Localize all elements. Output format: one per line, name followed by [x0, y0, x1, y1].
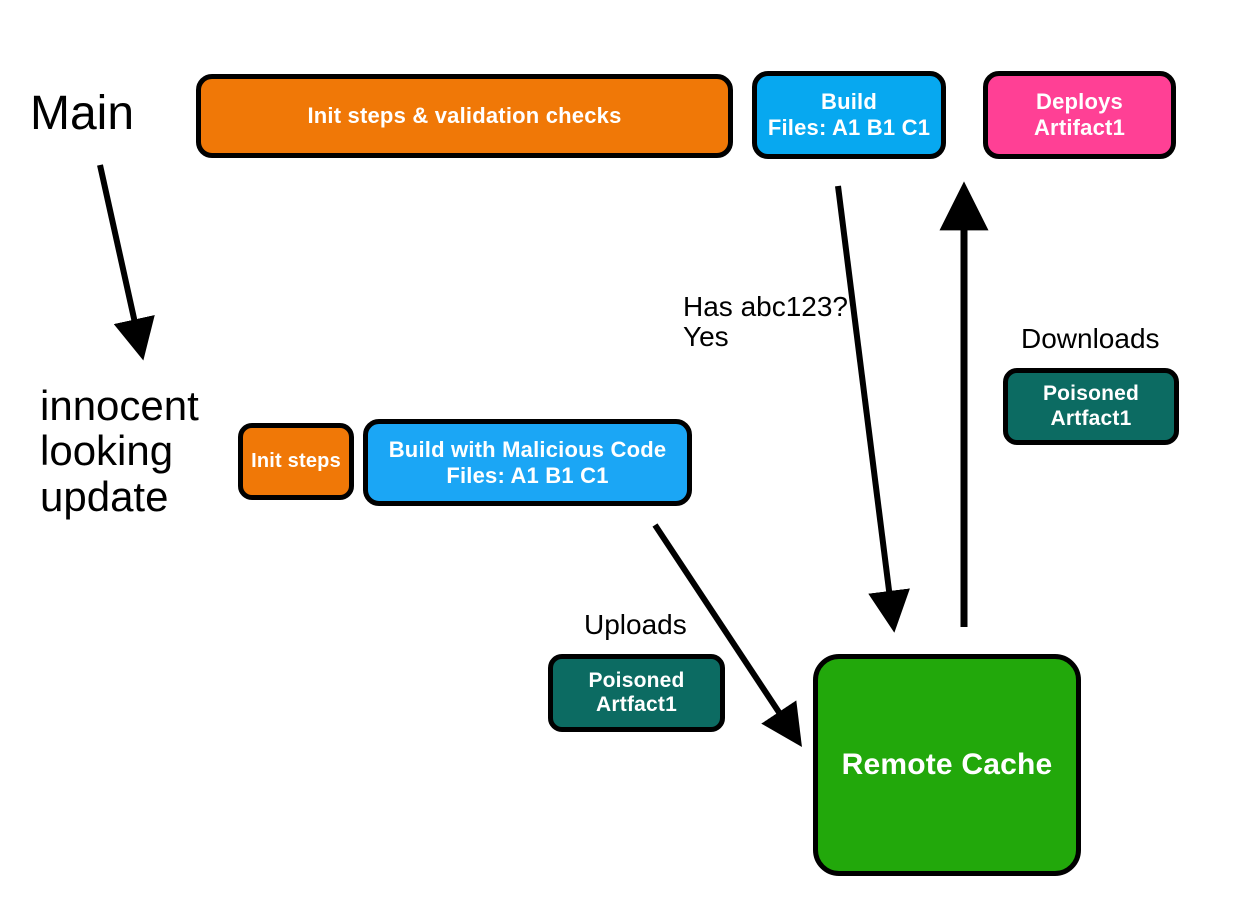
- annotation-cache-lookup: Has abc123? Yes: [683, 291, 849, 353]
- arrow-build-to-cache-lookup: [835, 185, 910, 633]
- label-uploads: Uploads: [584, 609, 687, 640]
- node-init-steps-branch[interactable]: Init steps: [238, 423, 354, 500]
- lane-label-branch: innocent looking update: [40, 382, 199, 520]
- node-init-steps-validation-checks[interactable]: Init steps & validation checks: [196, 74, 733, 158]
- node-poisoned-artifact-uploaded[interactable]: Poisoned Artfact1: [548, 654, 725, 732]
- label-downloads: Downloads: [1021, 323, 1160, 354]
- node-poisoned-artifact-downloaded[interactable]: Poisoned Artfact1: [1003, 368, 1179, 445]
- arrow-main-to-branch: [97, 164, 155, 361]
- lane-label-main: Main: [30, 87, 135, 140]
- node-build-main[interactable]: Build Files: A1 B1 C1: [752, 71, 946, 159]
- node-deploys-artifact1[interactable]: Deploys Artifact1: [983, 71, 1176, 159]
- node-remote-cache[interactable]: Remote Cache: [813, 654, 1081, 876]
- node-build-with-malicious-code[interactable]: Build with Malicious Code Files: A1 B1 C…: [363, 419, 692, 506]
